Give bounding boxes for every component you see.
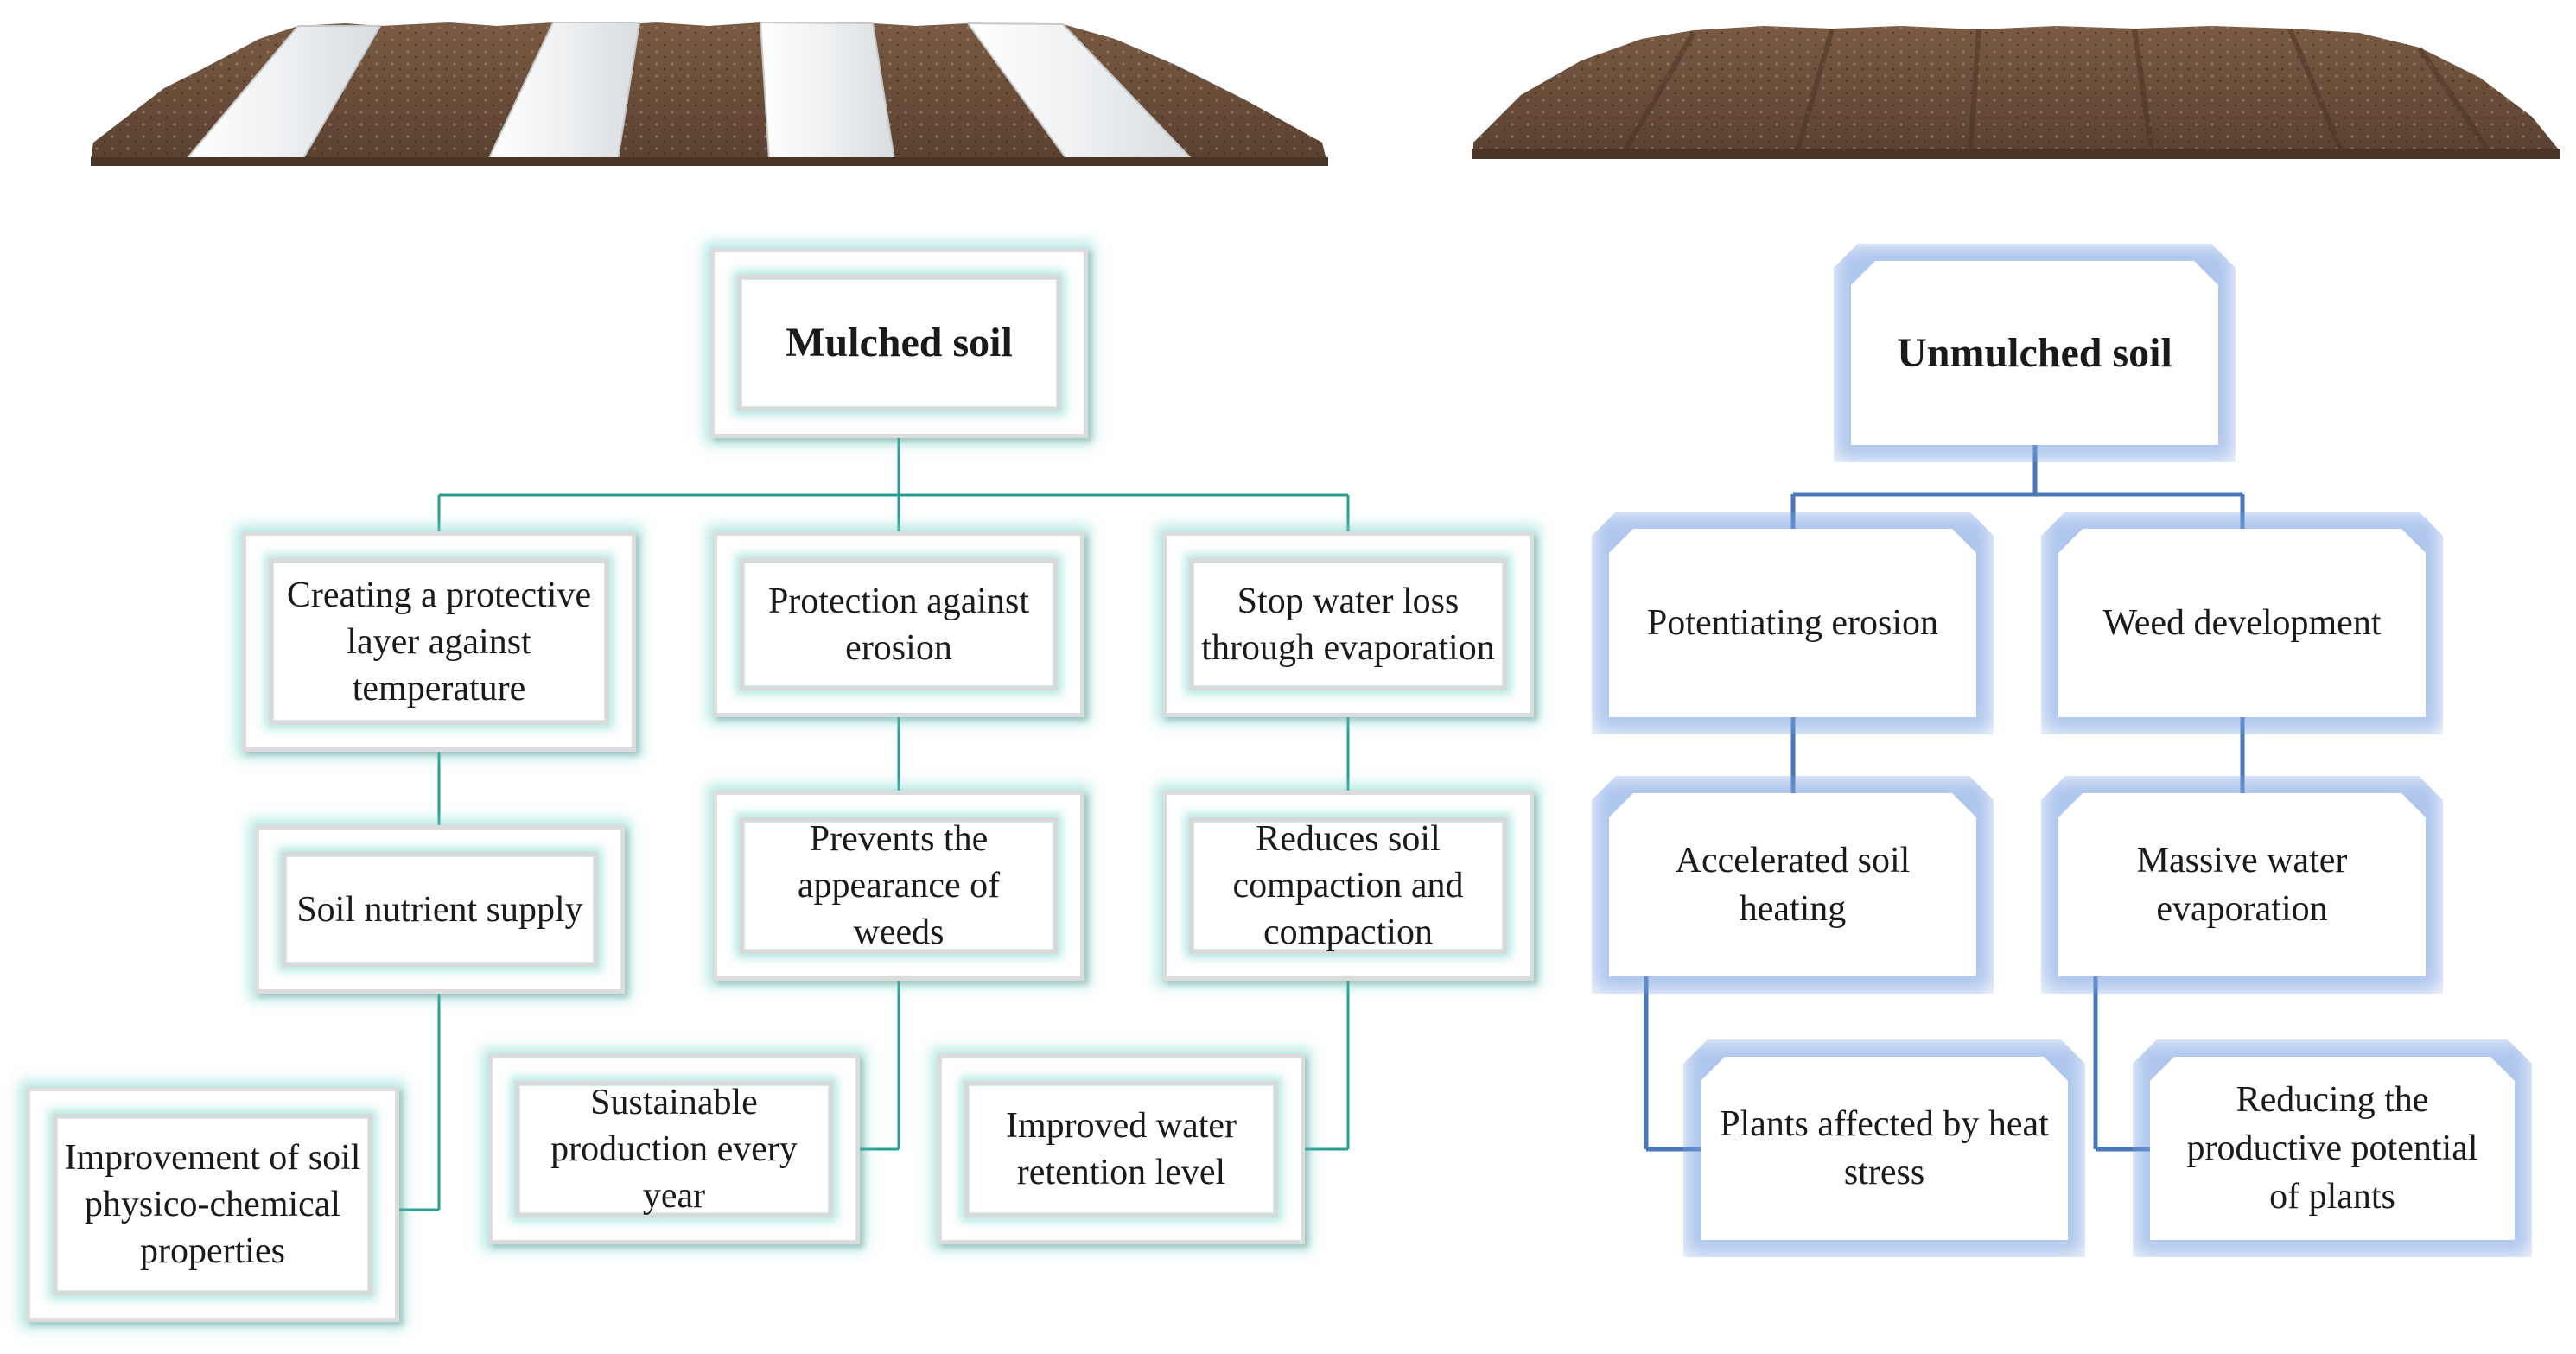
mulched-box-compaction: Reduces soil compaction and compaction — [1162, 791, 1534, 981]
mulched-box-water-retention: Improved water retention level — [938, 1054, 1305, 1244]
unmulched-box-productive-potential: Reducing the productive potential of pla… — [2150, 1057, 2515, 1240]
mulched-box-compaction-label: Reduces soil compaction and compaction — [1232, 819, 1464, 952]
mulched-box-protective-layer-label: Creating a protective layer against temp… — [286, 575, 592, 709]
unmulched-box-soil-heating: Accelerated soil heating — [1609, 793, 1976, 976]
unmulched-box-weed-development-label: Weed development — [2102, 603, 2382, 643]
mulched-box-nutrient-supply-label: Soil nutrient supply — [296, 889, 583, 930]
mulched-soil-illustration — [91, 21, 1328, 166]
mulched-box-nutrient-supply: Soil nutrient supply — [255, 825, 625, 994]
mulched-box-sustainable-production: Sustainable production every year — [488, 1054, 860, 1244]
mulched-box-sustainable-production-label: Sustainable production every year — [550, 1083, 798, 1216]
unmulched-box-heat-stress: Plants affected by heat stress — [1701, 1057, 2068, 1240]
mulched-box-weeds-label: Prevents the appearance of weeds — [797, 819, 1001, 952]
mulched-box-erosion-label: Protection against erosion — [767, 581, 1030, 668]
mulched-box-physico-chemical: Improvement of soil physico-chemical pro… — [26, 1087, 399, 1322]
mulched-box-water-loss: Stop water loss through evaporation — [1162, 531, 1534, 717]
soil-illustrations — [91, 21, 2560, 166]
unmulched-box-heat-stress-label: Plants affected by heat stress — [1720, 1104, 2049, 1192]
mulched-box-protective-layer: Creating a protective layer against temp… — [242, 531, 636, 752]
unmulched-root-box: Unmulched soil — [1851, 261, 2218, 445]
mulched-box-water-loss-label: Stop water loss through evaporation — [1201, 581, 1495, 668]
unmulched-soil-illustration — [1472, 26, 2560, 159]
unmulched-root-title: Unmulched soil — [1897, 329, 2172, 376]
unmulched-box-weed-development: Weed development — [2058, 529, 2426, 717]
unmulched-box-potentiating-erosion: Potentiating erosion — [1609, 529, 1976, 717]
unmulched-box-soil-heating-label: Accelerated soil heating — [1675, 841, 1911, 929]
mulched-box-erosion: Protection against erosion — [713, 531, 1084, 717]
unmulched-box-water-evaporation: Massive water evaporation — [2058, 793, 2426, 976]
mulched-box-water-retention-label: Improved water retention level — [1005, 1106, 1237, 1192]
mulched-box-physico-chemical-label: Improvement of soil physico-chemical pro… — [64, 1138, 361, 1271]
mulched-root-title: Mulched soil — [786, 320, 1013, 366]
mulched-box-weeds: Prevents the appearance of weeds — [713, 791, 1084, 981]
mulched-root-box: Mulched soil — [710, 248, 1088, 438]
mulched-connectors — [399, 438, 1350, 1211]
unmulched-box-potentiating-erosion-label: Potentiating erosion — [1646, 603, 1939, 643]
unmulched-box-water-evaporation-label: Massive water evaporation — [2136, 841, 2348, 929]
unmulched-box-productive-potential-label: Reducing the productive potential of pla… — [2186, 1080, 2478, 1217]
